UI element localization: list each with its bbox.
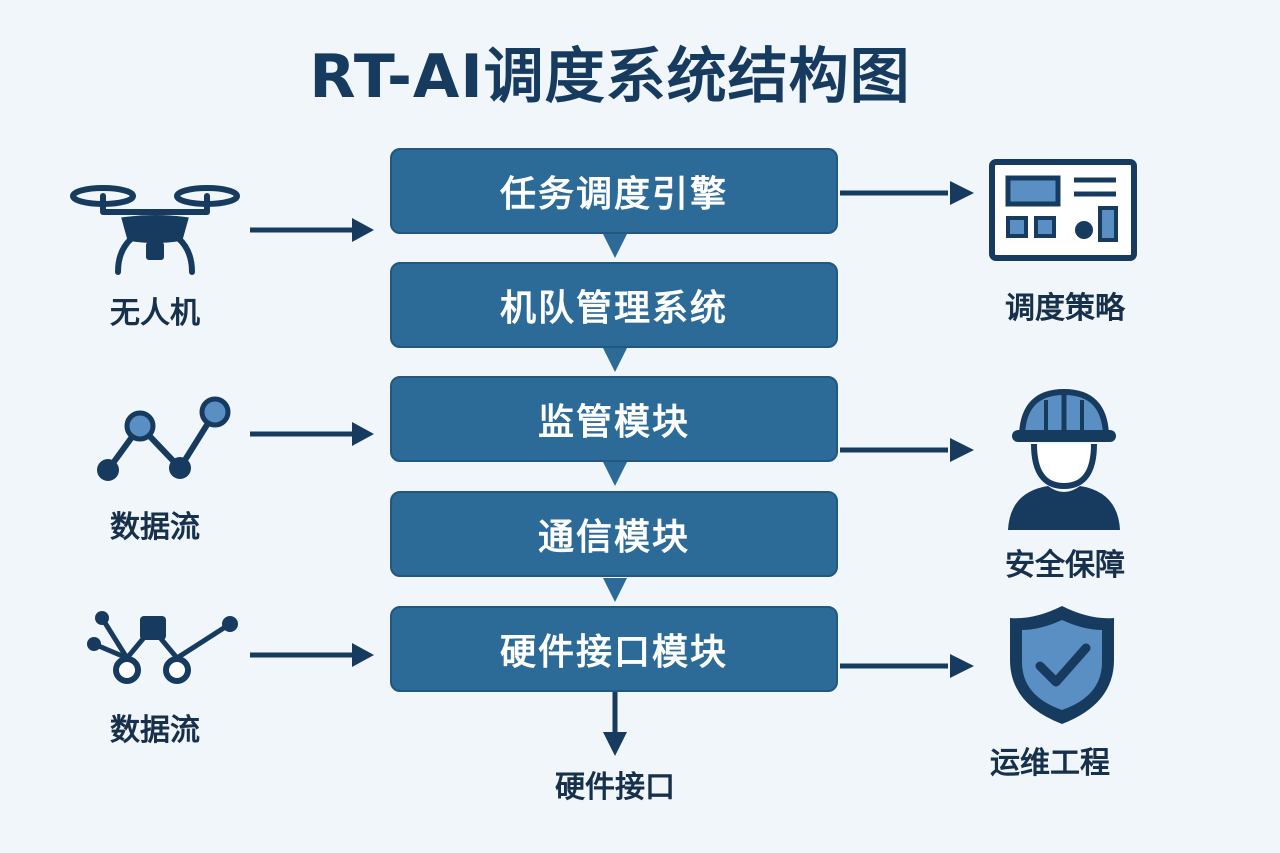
output-label-strategy: 调度策略 <box>1005 291 1125 326</box>
connector-arrow-3 <box>603 462 627 486</box>
module-label: 监管模块 <box>537 402 690 443</box>
input-label-dataflow-2: 数据流 <box>110 713 200 748</box>
output-label-ops: 运维工程 <box>990 746 1110 781</box>
module-label: 通信模块 <box>537 517 690 558</box>
bottom-output-label: 硬件接口 <box>555 770 675 805</box>
shield-check-icon <box>1010 606 1114 724</box>
module-connectors <box>603 234 627 602</box>
module-label: 硬件接口模块 <box>499 632 728 673</box>
input-label-dataflow-1: 数据流 <box>110 510 200 545</box>
network-nodes-icon <box>87 611 238 684</box>
line-graph-icon <box>97 396 231 481</box>
connector-arrow-1 <box>603 234 627 258</box>
module-communication: 通信模块 <box>390 491 838 577</box>
module-fleet-management: 机队管理系统 <box>390 262 838 348</box>
module-label: 任务调度引擎 <box>499 174 728 215</box>
input-label-drone: 无人机 <box>110 296 200 331</box>
dashboard-panel-icon <box>989 159 1137 261</box>
worker-helmet-icon <box>1008 388 1120 530</box>
module-supervision: 监管模块 <box>390 376 838 462</box>
drone-icon <box>70 185 240 275</box>
connector-arrow-2 <box>603 348 627 372</box>
module-task-scheduler: 任务调度引擎 <box>390 148 838 234</box>
module-hardware-interface: 硬件接口模块 <box>390 606 838 692</box>
module-label: 机队管理系统 <box>499 288 728 329</box>
connector-arrow-4 <box>603 578 627 602</box>
diagram-title: RT-AI调度系统结构图 <box>309 42 911 112</box>
output-label-safety: 安全保障 <box>1005 548 1125 583</box>
